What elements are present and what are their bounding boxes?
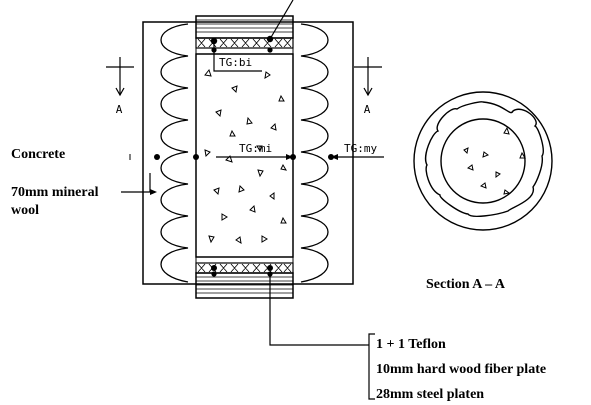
- tg-bi-leader: [213, 44, 262, 72]
- tg-bi-label: TG:bi: [219, 56, 252, 69]
- bottom-steel-platen: [195, 272, 294, 299]
- tg-mi-arrow-icon: [286, 154, 293, 160]
- tg-my-arrow-icon: [331, 154, 338, 160]
- section-a-a-view: [413, 91, 553, 231]
- section-mark-left: [106, 57, 134, 97]
- bottom-teflon-layer: [195, 256, 294, 264]
- specimen-elevation: [142, 15, 354, 299]
- top-steel-platen: [195, 15, 294, 39]
- concrete-label: Concrete: [11, 147, 65, 162]
- mineral-wool-right-wave: [300, 23, 329, 283]
- mineral-wool-leader: [121, 173, 151, 193]
- section-mark-left-label: A: [116, 103, 123, 116]
- section-mark-right: [354, 57, 382, 97]
- tg-mi-label: TG:mi: [239, 142, 272, 155]
- section-aggregate-marks: [463, 126, 526, 195]
- section-concrete-core: [440, 118, 526, 204]
- top-teflon-layer: [195, 47, 294, 55]
- insulation-outer-boundary: [142, 21, 354, 285]
- mineral-wool-left-wave: [160, 23, 189, 283]
- mineral-wool-arrow-icon: [150, 189, 157, 195]
- concrete-aggregate-marks: [204, 68, 288, 244]
- thermocouple-points: [154, 35, 334, 277]
- mineral-wool-label-line2: wool: [11, 203, 39, 218]
- top-leader-line: [269, 0, 294, 40]
- tg-my-label: TG:my: [344, 142, 377, 155]
- section-a-a-caption: Section A – A: [426, 277, 506, 292]
- layer-leader-line: [269, 276, 365, 346]
- layer-bracket: [368, 333, 375, 400]
- section-wool-scallops: [425, 101, 544, 218]
- layer-wood-fiber: 10mm hard wood fiber plate: [376, 362, 546, 377]
- concrete-core: [195, 53, 294, 258]
- section-mark-right-label: A: [364, 103, 371, 116]
- layer-steel-platen: 28mm steel platen: [376, 387, 484, 402]
- mineral-wool-label-line1: 70mm mineral: [11, 185, 99, 200]
- section-outer-circle: [413, 91, 553, 231]
- layer-teflon: 1 + 1 Teflon: [376, 337, 446, 352]
